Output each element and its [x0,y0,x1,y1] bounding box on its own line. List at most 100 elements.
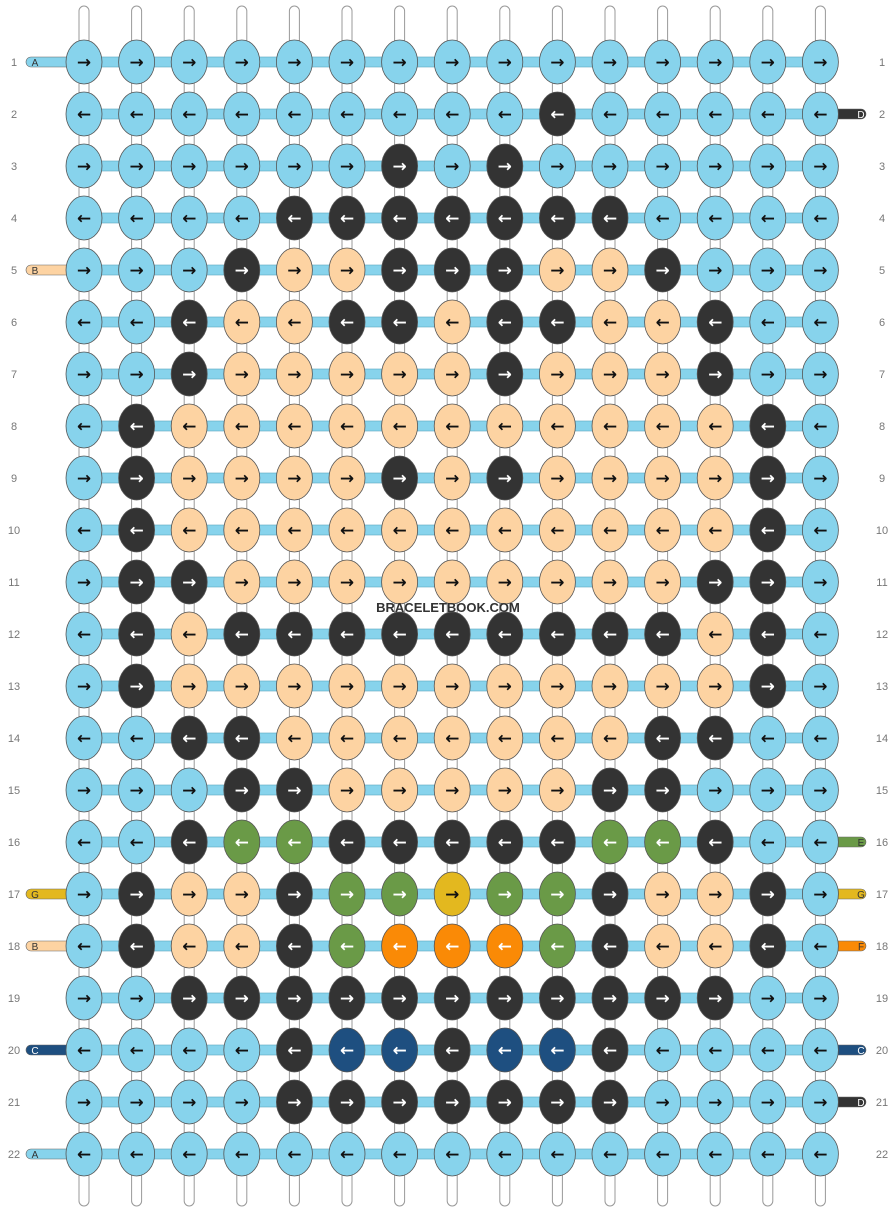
knot [381,247,419,293]
knot-arrow-icon: ← [340,1145,354,1165]
knot-arrow-icon: ← [129,313,143,333]
knot [275,507,313,553]
knot [118,247,156,293]
knot [65,351,103,397]
knot-arrow-icon: ← [287,313,301,333]
knot-arrow-icon: → [708,469,722,489]
knot-arrow-icon: → [550,261,564,281]
row-number-right: 22 [876,1149,888,1161]
knot [328,559,366,605]
knot-arrow-icon: ← [761,729,775,749]
knot [539,715,576,761]
knot [223,559,261,605]
knot-arrow-icon: → [655,261,669,281]
knot [328,247,366,293]
knot [539,975,576,1021]
knot-arrow-icon: → [550,1093,564,1113]
knot [275,819,313,865]
knot [749,871,787,917]
knot-arrow-icon: → [235,1093,249,1113]
knot [802,1131,839,1177]
knot [591,143,629,189]
knot [433,715,471,761]
knot-arrow-icon: → [655,989,669,1009]
row-number-left: 4 [11,213,17,225]
knot [118,403,156,449]
knot [591,871,629,917]
knot [118,715,156,761]
knot-arrow-icon: → [340,885,354,905]
knot [591,351,629,397]
knot-arrow-icon: ← [445,1041,459,1061]
knot-arrow-icon: ← [129,1041,143,1061]
knot-arrow-icon: → [813,469,827,489]
knot [381,507,419,553]
knot [223,1027,261,1073]
knot-arrow-icon: ← [708,937,722,957]
knot [170,507,208,553]
knot-arrow-icon: ← [340,833,354,853]
knot [118,351,156,397]
knot [591,767,629,813]
knot-arrow-icon: ← [340,625,354,645]
knot [644,351,681,397]
knot-arrow-icon: → [182,1093,196,1113]
knot-arrow-icon: → [603,781,617,801]
knot-arrow-icon: ← [550,729,564,749]
knot-arrow-icon: → [77,261,91,281]
knot-arrow-icon: ← [129,417,143,437]
knot [644,871,681,917]
knot [328,715,366,761]
knot-arrow-icon: ← [708,625,722,645]
knot-arrow-icon: ← [77,729,91,749]
knot [644,91,681,137]
knot-arrow-icon: → [129,53,143,73]
row-number-right: 21 [876,1097,888,1109]
knot-arrow-icon: ← [392,313,406,333]
knot-arrow-icon: → [235,261,249,281]
knot [433,195,471,241]
knot-arrow-icon: ← [445,209,459,229]
knot [749,195,787,241]
knot [749,663,787,709]
knot-arrow-icon: ← [813,521,827,541]
knot [381,559,419,605]
knot-arrow-icon: ← [287,937,301,957]
knot [696,247,734,293]
knot [802,455,839,501]
knot-arrow-icon: ← [603,937,617,957]
knot [644,247,681,293]
row-number-left: 8 [11,421,17,433]
knot [328,507,366,553]
knot-arrow-icon: → [761,261,775,281]
knot [696,507,734,553]
knot-arrow-icon: → [550,781,564,801]
knot-arrow-icon: → [655,53,669,73]
knot [591,715,629,761]
knot [170,871,208,917]
knot [539,819,576,865]
knot [381,299,419,345]
knot-arrow-icon: → [287,989,301,1009]
row-number-right: 11 [876,577,887,589]
knot-arrow-icon: → [392,261,406,281]
knot-arrow-icon: → [77,781,91,801]
knot [118,91,156,137]
knot [696,611,734,657]
knot [275,715,313,761]
knot-arrow-icon: → [708,677,722,697]
knot-arrow-icon: → [550,885,564,905]
knot [486,351,524,397]
knot-arrow-icon: ← [392,209,406,229]
knot [539,663,576,709]
knot-arrow-icon: ← [813,1145,827,1165]
knot [381,611,419,657]
knot [118,819,156,865]
knot [749,91,787,137]
knot-arrow-icon: ← [761,1041,775,1061]
knot [381,351,419,397]
knot [328,871,366,917]
knot [223,143,261,189]
left-string-letter: A [32,1150,39,1161]
knot-arrow-icon: ← [129,729,143,749]
